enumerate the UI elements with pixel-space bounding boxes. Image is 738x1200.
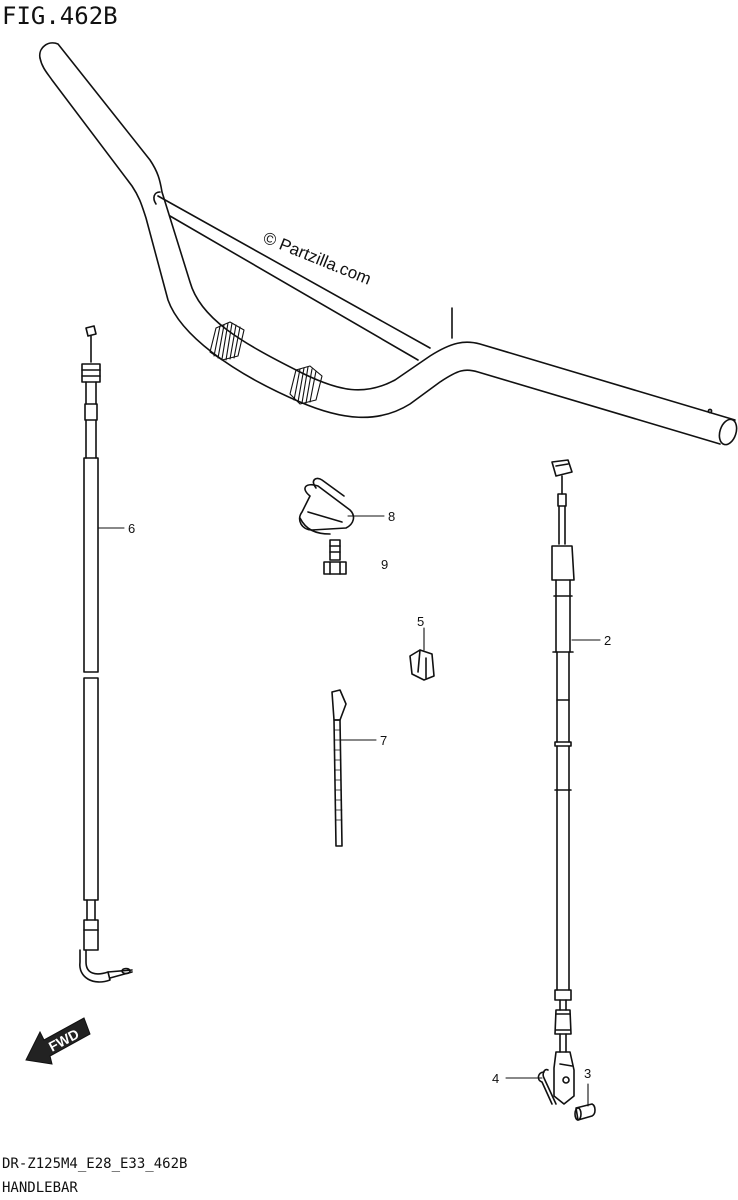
clamp-part xyxy=(298,477,355,535)
cotter-pin-part xyxy=(537,1068,557,1105)
bolt-part xyxy=(323,539,347,575)
cable-right xyxy=(551,459,575,1105)
figure-title: FIG.462B xyxy=(2,2,118,30)
cable-left xyxy=(79,325,133,983)
callout-8: 8 xyxy=(388,509,395,524)
pin-part xyxy=(574,1103,596,1121)
callout-4: 4 xyxy=(492,1071,499,1086)
callout-7: 7 xyxy=(380,733,387,748)
callout-9: 9 xyxy=(381,557,388,572)
watermark: © Partzilla.com xyxy=(261,228,374,289)
callout-6: 6 xyxy=(128,521,135,536)
section-name: HANDLEBAR xyxy=(2,1180,78,1196)
clip-part xyxy=(409,649,435,681)
fwd-arrow: FWD xyxy=(25,1017,91,1065)
cable-tie-part xyxy=(331,689,347,847)
callout-5: 5 xyxy=(417,614,424,629)
callout-2: 2 xyxy=(604,633,611,648)
model-code: DR-Z125M4_E28_E33_462B xyxy=(2,1156,188,1172)
callout-3: 3 xyxy=(584,1066,591,1081)
handlebar xyxy=(38,42,738,446)
